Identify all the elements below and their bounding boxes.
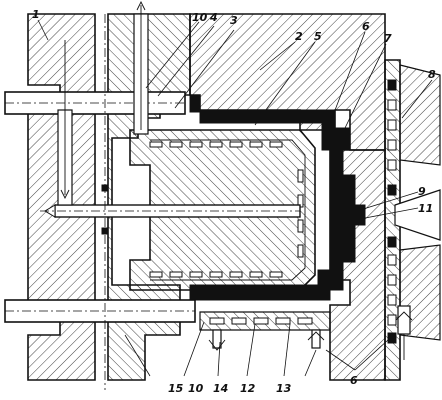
callout-8: 8 — [428, 68, 436, 81]
callout-10-bottom: 10 — [188, 382, 204, 395]
molded-part — [189, 94, 366, 301]
callout-2: 2 — [295, 30, 303, 43]
callout-5: 5 — [314, 30, 322, 43]
callout-11: 11 — [418, 202, 433, 215]
callout-1: 1 — [32, 8, 40, 21]
callout-labels: 1 2 3 4 10 5 6 7 8 9 11 15 10 14 12 13 6 — [32, 8, 436, 395]
bottom-cooling-block — [199, 311, 331, 331]
callout-10-top: 10 — [192, 11, 208, 24]
callout-12: 12 — [240, 382, 256, 395]
callout-4: 4 — [209, 11, 218, 24]
callout-7: 7 — [384, 32, 392, 45]
callout-3: 3 — [230, 14, 238, 27]
callout-6-bottom: 6 — [350, 374, 358, 387]
callout-6-top: 6 — [362, 20, 370, 33]
bottom-pins — [208, 305, 413, 360]
vertical-channels — [57, 0, 149, 390]
leader-lines — [37, 19, 433, 377]
callout-15: 15 — [168, 382, 184, 395]
callout-9: 9 — [418, 185, 426, 198]
right-cooling-channels — [387, 79, 397, 344]
core-cooling-channels — [149, 141, 304, 278]
callout-13: 13 — [276, 382, 292, 395]
callout-14: 14 — [213, 382, 228, 395]
